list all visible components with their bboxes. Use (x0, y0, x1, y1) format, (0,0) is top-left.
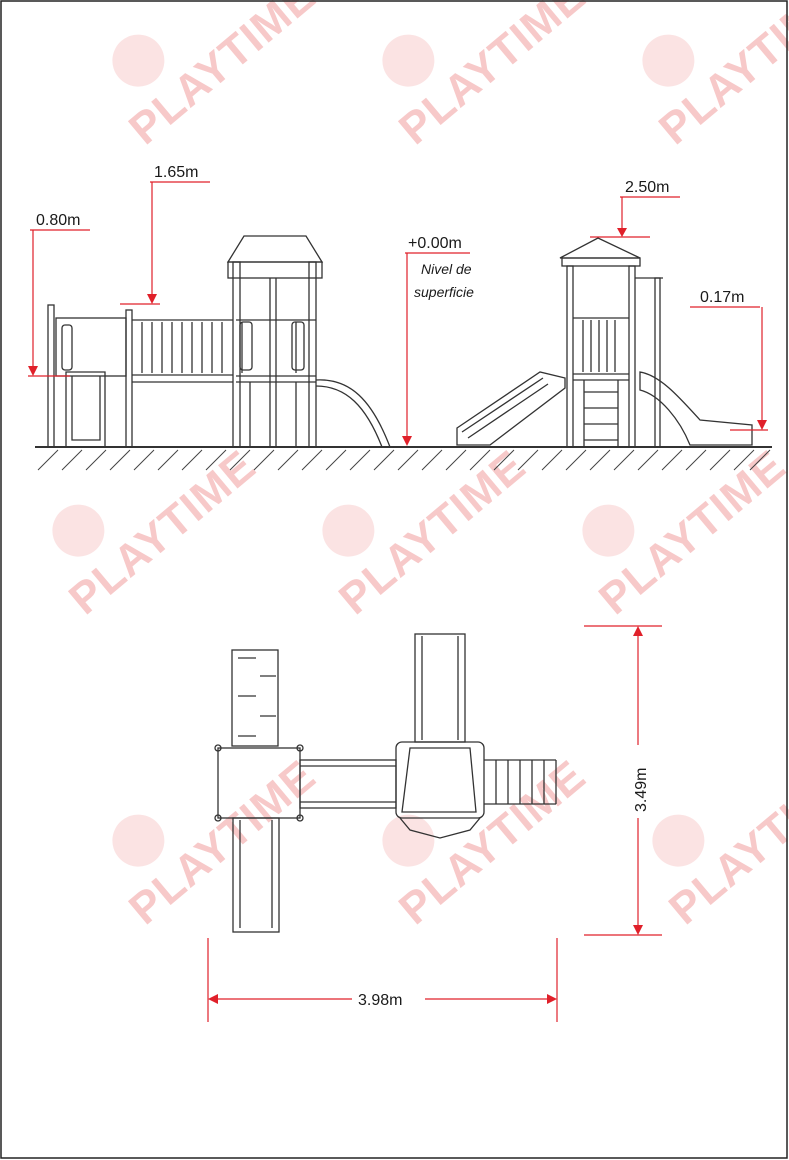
tower-roof-right (559, 237, 641, 259)
watermark-logo: PLAYTIME (322, 441, 535, 624)
watermark-logo: PLAYTIME (642, 0, 789, 154)
tower-roof-plan (395, 741, 485, 819)
left-elevation-structure (47, 235, 391, 448)
plan-dimensions: 3.98m 3.49m (207, 625, 662, 1022)
elevation-view (35, 235, 772, 471)
watermark-logo: PLAYTIME (652, 751, 789, 934)
watermark-logo: PLAYTIME (112, 751, 325, 934)
watermark-logo: PLAYTIME (382, 751, 595, 934)
ground-hatch (37, 449, 771, 471)
right-elevation-structure (456, 237, 753, 448)
ladder-plan (484, 759, 557, 805)
dim-label-roof: 2.50m (625, 179, 669, 196)
dim-label-platform-low: 0.80m (36, 212, 80, 229)
climbing-wall (231, 649, 279, 747)
watermark-logo: PLAYTIME (52, 441, 265, 624)
long-slide (315, 379, 391, 448)
dim-label-slide-exit: 0.17m (700, 289, 744, 306)
plan-view (214, 633, 557, 933)
dim-label-ground-level: +0.00m (408, 235, 462, 252)
plan-depth-label: 3.49m (633, 768, 650, 812)
watermark-logo: PLAYTIME (112, 0, 325, 154)
plan-width-label: 3.98m (358, 992, 402, 1009)
watermark-logo: PLAYTIME (582, 441, 789, 624)
ground-note-line2: superficie (414, 284, 474, 300)
elevation-dimensions: 0.80m 1.65m 2.50m 0.17m +0.00m Nivel de … (28, 164, 768, 446)
tower-roof-left (226, 235, 324, 263)
watermark-logo: PLAYTIME (382, 0, 595, 154)
watermarks: PLAYTIME PLAYTIME PLAYTIME PLAYTIME PLAY… (52, 0, 789, 934)
dim-label-platform-mid: 1.65m (154, 164, 198, 181)
ground-note-line1: Nivel de (421, 261, 472, 277)
slide-bottom (232, 817, 280, 933)
